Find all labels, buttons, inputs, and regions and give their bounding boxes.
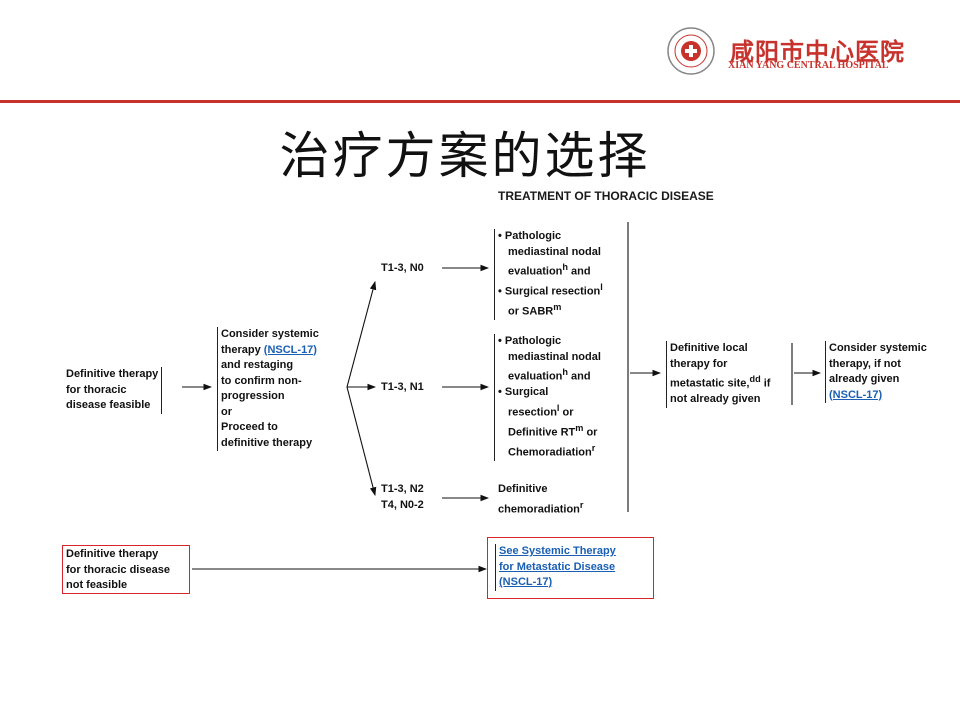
local-line: Definitive local [670, 342, 748, 354]
see-systemic-link[interactable]: See Systemic Therapy [499, 545, 616, 557]
header-divider [0, 100, 960, 103]
nscl17-link[interactable]: (NSCL-17) [499, 576, 553, 588]
node-final-systemic: Consider systemic therapy, if not alread… [825, 341, 927, 403]
node-local-therapy: Definitive local therapy for metastatic … [666, 341, 770, 408]
local-line: not already given [670, 393, 761, 406]
n0-line: • Surgical resectionl [498, 282, 603, 298]
node-n0-treatment: • Pathologic mediastinal nodal evaluatio… [494, 229, 603, 321]
node-feasible-line: Definitive therapy [66, 368, 159, 380]
node-see-systemic-highlight: See Systemic Therapy for Metastatic Dise… [487, 537, 654, 599]
n1-line: evaluationh and [508, 367, 591, 383]
n0-line: evaluationh and [508, 262, 591, 278]
node-see-systemic: See Systemic Therapy for Metastatic Dise… [495, 544, 616, 591]
see-systemic-link[interactable]: for Metastatic Disease [499, 560, 616, 573]
flow-header: TREATMENT OF THORACIC DISEASE [498, 189, 714, 203]
n0-line: or SABRm [508, 302, 562, 318]
n1-line: • Pathologic [498, 335, 562, 347]
n2-line: chemoradiationr [498, 499, 584, 516]
node-not-feasible: Definitive therapy for thoracic disease … [62, 545, 190, 594]
arrow-to-n0 [346, 280, 377, 388]
n2-line: Definitive [498, 483, 548, 495]
arrow-to-n2 [346, 386, 377, 497]
nscl17-link[interactable]: (NSCL-17) [263, 343, 317, 356]
nscl17-link[interactable]: (NSCL-17) [829, 388, 883, 401]
consider-line: therapy (NSCL-17) [221, 343, 317, 356]
node-n1-treatment: • Pathologic mediastinal nodal evaluatio… [494, 334, 601, 462]
consider-line: and restaging [221, 359, 294, 371]
n0-line: mediastinal nodal [508, 245, 601, 258]
n0-line: • Pathologic [498, 230, 562, 242]
node-consider-systemic: Consider systemic therapy (NSCL-17) and … [217, 327, 319, 451]
n1-line: mediastinal nodal [508, 350, 601, 363]
n1-line: resectionl or [508, 402, 574, 419]
local-line: therapy for [670, 357, 728, 370]
not-feasible-line: for thoracic disease [66, 563, 170, 576]
stage-n2-line: T1-3, N2 [381, 483, 424, 495]
hospital-name-cn: 咸阳市中心医院 [730, 37, 905, 66]
consider-line: Consider systemic [221, 328, 319, 340]
local-line: metastatic site,dd if [670, 374, 771, 390]
stage-n2: T1-3, N2 T4, N0-2 [381, 482, 424, 513]
n1-line: • Surgical [498, 386, 549, 399]
n1-line: Definitive RTm or [508, 422, 598, 439]
not-feasible-line: Definitive therapy [66, 548, 159, 560]
final-line: already given [829, 373, 900, 385]
stage-n0: T1-3, N0 [381, 262, 424, 274]
not-feasible-line: not feasible [66, 579, 128, 591]
stage-n1: T1-3, N1 [381, 381, 424, 393]
final-line: therapy, if not [829, 357, 901, 370]
final-line: Consider systemic [829, 342, 927, 354]
stage-n2-line: T4, N0-2 [381, 498, 424, 511]
node-n2-treatment: Definitive chemoradiationr [498, 482, 583, 518]
hospital-logo [666, 26, 716, 76]
node-feasible-line: for thoracic [66, 383, 127, 396]
consider-line: definitive therapy [221, 436, 313, 449]
n1-line: Chemoradiationr [508, 442, 596, 459]
node-feasible: Definitive therapy for thoracic disease … [66, 367, 163, 414]
consider-line: to confirm non- [221, 374, 302, 387]
node-feasible-line: disease feasible [66, 399, 151, 411]
consider-line: or [221, 405, 232, 418]
hospital-name-en: XIAN YANG CENTRAL HOSPITAL [728, 60, 889, 71]
consider-line: progression [221, 390, 285, 402]
consider-line: Proceed to [221, 421, 278, 433]
slide-title: 治疗方案的选择 [279, 127, 651, 185]
